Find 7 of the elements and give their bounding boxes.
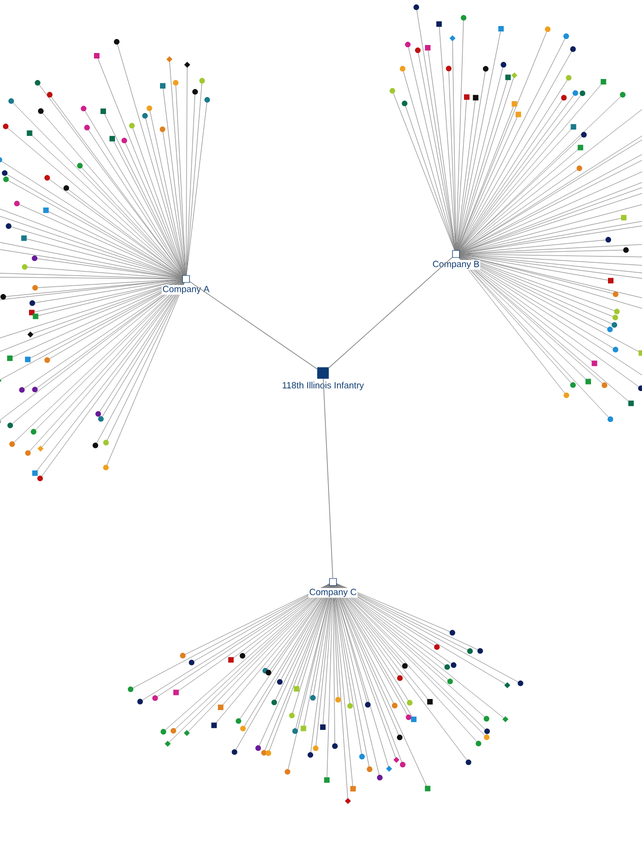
node-label: 118th Illinois Infantry: [281, 381, 365, 391]
connector-line: [189, 281, 318, 370]
node-label: Company A: [162, 285, 210, 295]
node-label: Company C: [308, 588, 358, 598]
node-label: Company B: [432, 260, 480, 270]
connector-line: [322, 378, 334, 579]
connector-line: [328, 257, 453, 368]
